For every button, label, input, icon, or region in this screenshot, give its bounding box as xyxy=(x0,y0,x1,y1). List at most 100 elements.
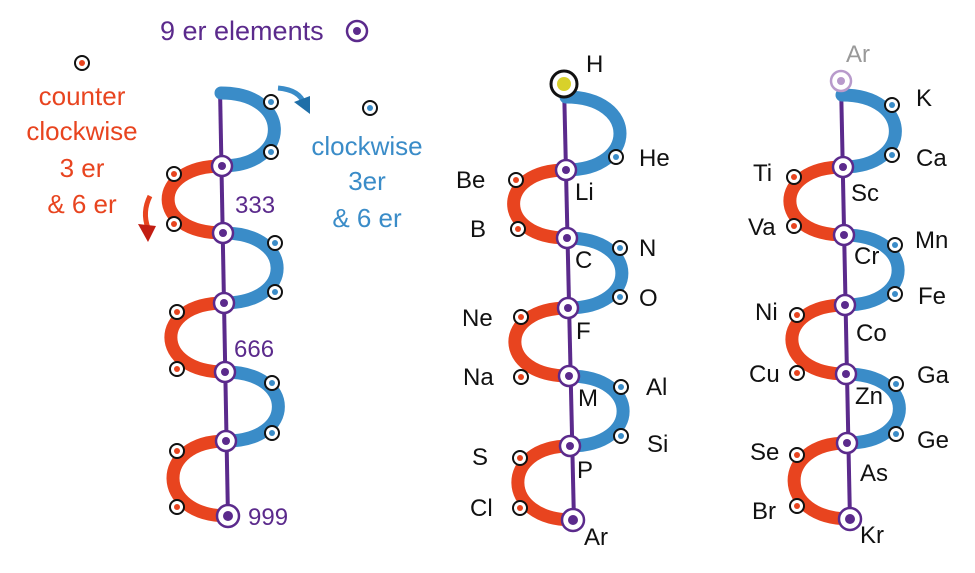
spiral-chain-ar-to-kr: Ar K Ca Ti Sc Va Cr Mn Fe Ni Co Cu Zn Ga… xyxy=(748,41,950,549)
element-label-b: B xyxy=(470,216,486,243)
red-node xyxy=(169,304,185,320)
counter-clockwise-arrow-icon xyxy=(138,194,156,242)
spine-node xyxy=(832,223,856,247)
header-title: 9 er elements xyxy=(160,16,324,46)
spine-node xyxy=(560,507,586,533)
element-label-k: K xyxy=(916,85,932,112)
red-node xyxy=(166,166,182,182)
blue-node xyxy=(887,237,903,253)
blue-node xyxy=(884,147,900,163)
clockwise-line-2: 3er xyxy=(348,166,386,196)
red-node xyxy=(513,309,529,325)
red-node xyxy=(512,500,528,516)
element-label-kr: Kr xyxy=(860,522,884,549)
spiral-chain-h-to-ar: H He Be Li B C N O Ne F Na M Al Si S P C… xyxy=(456,51,670,551)
blue-node xyxy=(264,375,280,391)
element-label-ar-top: Ar xyxy=(846,41,870,68)
element-label-br: Br xyxy=(752,498,776,525)
element-label-cl: Cl xyxy=(470,495,493,522)
blue-node xyxy=(612,289,628,305)
blue-node xyxy=(264,425,280,441)
element-label-li: Li xyxy=(575,179,594,206)
red-node xyxy=(169,361,185,377)
element-label-ca: Ca xyxy=(916,145,947,172)
element-label-be: Be xyxy=(456,167,485,194)
element-label-n: N xyxy=(639,235,656,262)
spine-node xyxy=(214,429,238,453)
spine-node xyxy=(213,360,237,384)
spine-node xyxy=(558,434,582,458)
element-label-cr: Cr xyxy=(854,243,879,270)
counter-clockwise-node-icon xyxy=(74,55,90,71)
spine-node xyxy=(835,431,859,455)
element-label-p: P xyxy=(577,457,593,484)
counter-line-2: clockwise xyxy=(26,116,137,146)
spiral-chain-generic: 333 666 999 xyxy=(161,86,288,531)
spine-node xyxy=(833,293,857,317)
clockwise-arrow-icon xyxy=(277,85,310,114)
element-label-sc: Sc xyxy=(851,180,879,207)
blue-node xyxy=(888,376,904,392)
element-label-h: H xyxy=(586,51,603,78)
clockwise-node-icon xyxy=(362,100,378,116)
red-node xyxy=(789,498,805,514)
element-label-ge: Ge xyxy=(917,427,949,454)
clockwise-label: clockwise 3er & 6 er xyxy=(311,131,422,233)
spine-node xyxy=(557,364,581,388)
element-label-va: Va xyxy=(748,214,776,241)
element-label-co: Co xyxy=(856,320,887,347)
red-node xyxy=(508,172,524,188)
counter-line-1: counter xyxy=(39,81,126,111)
counter-line-4: & 6 er xyxy=(47,189,117,219)
blue-node xyxy=(887,286,903,302)
element-label-mn: Mn xyxy=(915,227,948,254)
blue-node xyxy=(612,240,628,256)
red-node xyxy=(786,218,802,234)
hydrogen-node xyxy=(549,69,579,99)
spine-node xyxy=(834,362,858,386)
blue-node xyxy=(263,144,279,160)
label-333: 333 xyxy=(235,192,275,219)
element-label-ti: Ti xyxy=(753,160,772,187)
red-node xyxy=(169,499,185,515)
red-node xyxy=(169,443,185,459)
label-999: 999 xyxy=(248,504,288,531)
header-node-icon xyxy=(345,19,369,43)
red-node xyxy=(789,447,805,463)
argon-start-node xyxy=(829,69,853,93)
blue-node xyxy=(884,97,900,113)
spine-node xyxy=(554,158,578,182)
element-label-zn: Zn xyxy=(855,383,883,410)
clockwise-line-1: clockwise xyxy=(311,131,422,161)
blue-node xyxy=(613,428,629,444)
element-label-na: Na xyxy=(463,364,494,391)
blue-node xyxy=(267,235,283,251)
spine-node xyxy=(555,226,579,250)
red-node xyxy=(166,216,182,232)
element-label-f: F xyxy=(576,318,591,345)
red-node xyxy=(510,221,526,237)
element-label-fe: Fe xyxy=(918,283,946,310)
element-label-si: Si xyxy=(647,431,668,458)
red-node xyxy=(789,307,805,323)
element-label-m: M xyxy=(578,385,598,412)
spine-node xyxy=(837,506,863,532)
blue-node xyxy=(613,379,629,395)
label-666: 666 xyxy=(234,336,274,363)
element-label-ga: Ga xyxy=(917,362,950,389)
element-label-se: Se xyxy=(750,439,779,466)
blue-node xyxy=(608,149,624,165)
clockwise-line-3: & 6 er xyxy=(332,203,402,233)
spine-node xyxy=(556,296,580,320)
element-label-al: Al xyxy=(646,374,667,401)
element-label-cu: Cu xyxy=(749,361,780,388)
element-label-c: C xyxy=(575,247,592,274)
element-label-as: As xyxy=(860,460,888,487)
red-node xyxy=(513,369,529,385)
spine-node xyxy=(831,155,855,179)
counter-line-3: 3 er xyxy=(60,153,105,183)
spine-node xyxy=(211,221,235,245)
red-node xyxy=(789,365,805,381)
spine-node xyxy=(215,503,241,529)
